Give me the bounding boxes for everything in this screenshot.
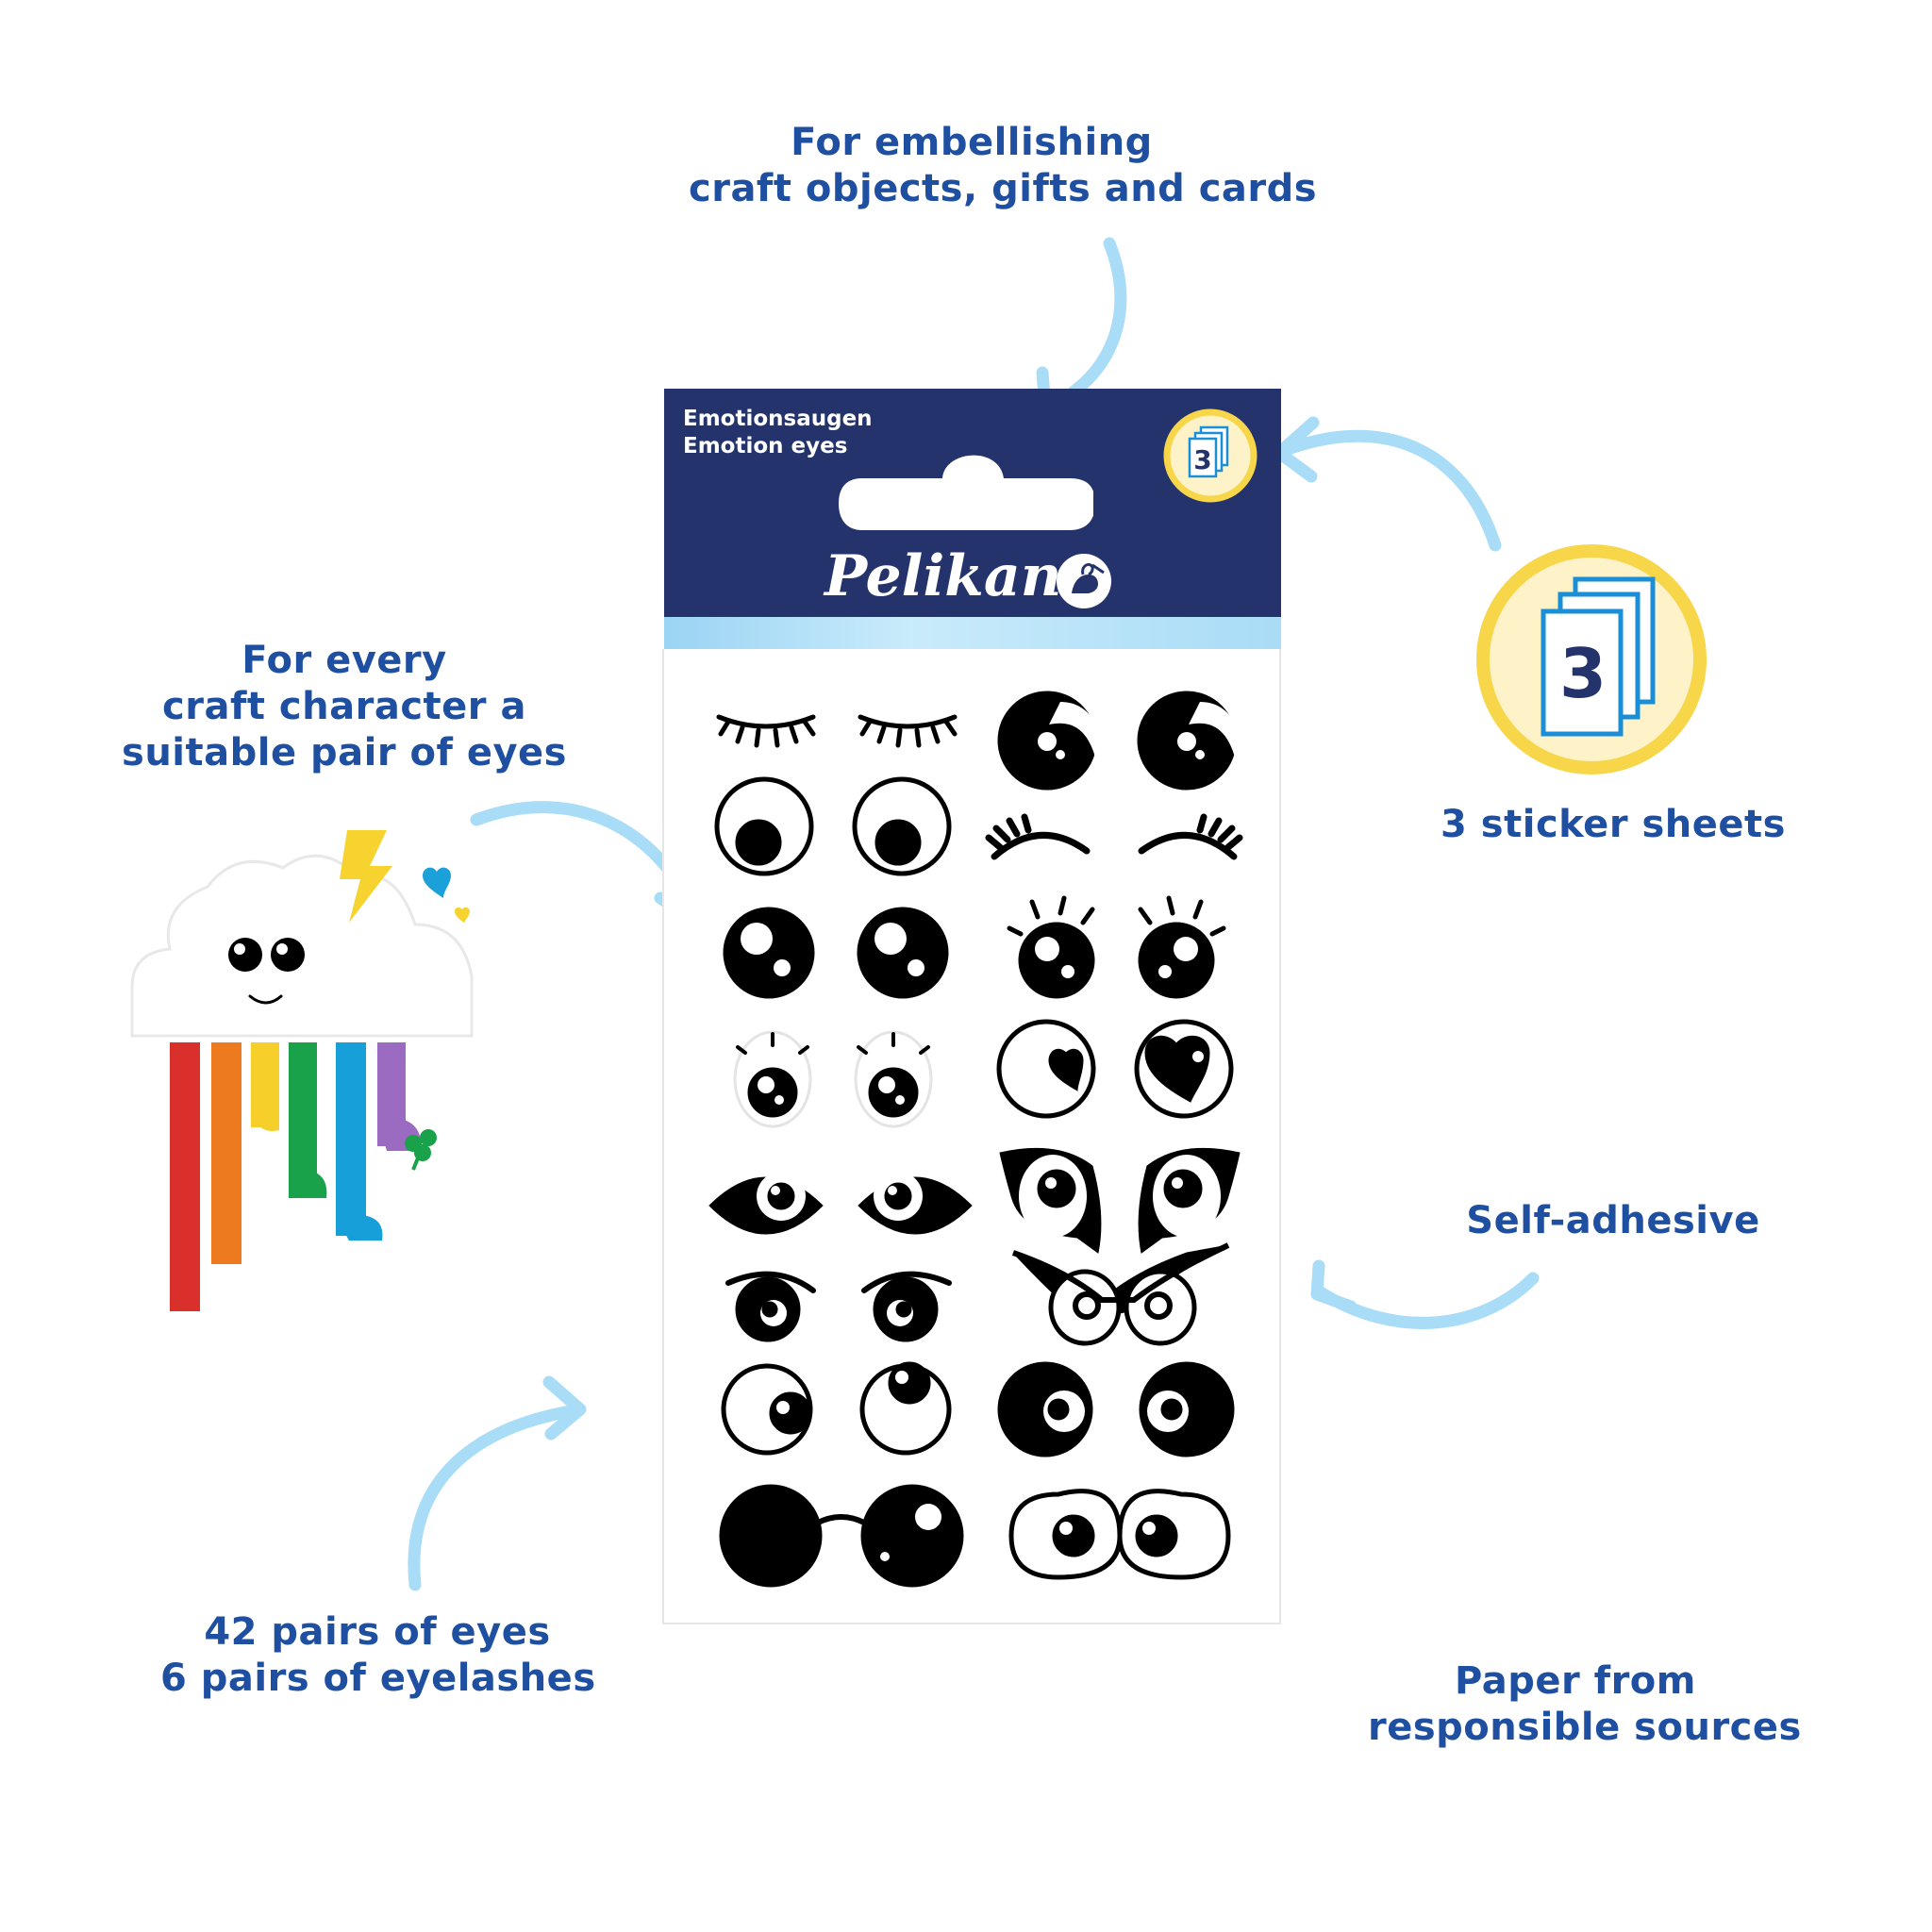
sticker-heart-eye-2 [1134,1019,1234,1119]
sticker-eyelash-left [985,813,1091,860]
callout-embellish-line2: craft objects, gifts and cards [689,167,1318,210]
sticker-big-pupil-eye-1 [997,1361,1093,1457]
stacked-sheets-icon-large [1541,576,1656,737]
callout-pairs-line1: 42 pairs of eyes [204,1610,551,1654]
callout-paper-line1: Paper from [1455,1659,1696,1703]
rainbow-cloud-craft [130,830,474,1311]
sticker-wide-eyes [1008,1489,1231,1580]
brand-name: Pelikan [824,543,1062,609]
hang-hole [839,455,1093,530]
sheet-count-large: 3 [1559,634,1607,713]
package-title-en: Emotion eyes [683,434,848,458]
callout-every-character-line2: craft character a [162,685,526,728]
lightning-icon [340,830,392,923]
package-header: Emotionsaugen Emotion eyes Pelikan 3 [664,389,1281,649]
sticker-shiny-eye-1 [723,907,815,999]
arrow-self-adhesive-head [1310,1259,1357,1313]
stacked-sheets-icon [1188,425,1229,478]
sticker-big-pupil-eye-2 [1139,1361,1235,1457]
sticker-side-eye-right [1137,691,1240,791]
sticker-googly-eye-right [852,776,952,876]
sticker-closed-eye-left [716,714,816,748]
callout-pairs: 42 pairs of eyes 6 pairs of eyelashes [160,1609,596,1702]
arrow-pairs-head [542,1375,587,1441]
sticker-lash-shiny-eye-1 [1007,895,1095,999]
callout-sheets-line1: 3 sticker sheets [1441,803,1786,846]
sticker-almond-eye-2 [858,1172,973,1235]
callout-embellish: For embellishing craft objects, gifts an… [689,120,1318,212]
heart-icon [423,867,451,898]
header-band [664,617,1281,649]
package-title-de: Emotionsaugen [683,407,873,431]
sticker-side-eye-left [997,691,1100,791]
callout-sheets: 3 sticker sheets [1434,802,1792,848]
heart-icon-small [455,907,470,923]
rainbow-strips [170,1042,422,1311]
callout-pairs-line2: 6 pairs of eyelashes [160,1657,596,1700]
sticker-almond-eye-1 [708,1172,824,1235]
callout-every-character: For every craft character a suitable pai… [113,638,575,776]
cloud-face [228,938,305,1005]
sticker-sunglasses [719,1484,964,1588]
callout-embellish-line1: For embellishing [791,121,1153,164]
sticker-closed-eye-right [858,714,958,748]
callout-paper-line2: responsible sources [1368,1706,1802,1749]
sticker-small-eye-1 [733,1030,812,1128]
sticker-look-eye-1 [721,1363,813,1456]
sheet-count-small: 3 [1193,444,1211,475]
arrow-sheets [1276,429,1502,552]
sheet-count-badge: 3 [1476,544,1707,774]
sticker-shiny-eye-2 [857,907,949,999]
arrow-self-adhesive [1314,1272,1540,1329]
package-title: Emotionsaugen Emotion eyes [683,406,873,460]
callout-every-character-line3: suitable pair of eyes [122,731,567,774]
arrow-pairs [408,1404,582,1591]
callout-paper: Paper from responsible sources [1368,1658,1802,1751]
arrow-embellish [1041,237,1127,414]
sticker-lash-shiny-eye-2 [1138,895,1226,999]
sheet-count-badge-small: 3 [1163,408,1257,503]
callout-self-adhesive-line1: Self-adhesive [1466,1199,1760,1242]
sticker-cat-eye-1 [999,1147,1102,1254]
sticker-look-eye-2 [859,1361,952,1456]
sticker-cat-eye-2 [1138,1147,1241,1254]
clover-icon [405,1129,437,1171]
sticker-googly-eye-left [714,776,814,876]
callout-self-adhesive: Self-adhesive [1453,1198,1774,1244]
sticker-sleepy-eye-1 [725,1271,816,1342]
callout-every-character-line1: For every [242,639,447,682]
sticker-eyelash-right [1138,813,1243,860]
sticker-heart-eye-1 [996,1019,1096,1119]
pelican-logo-icon [1057,554,1111,608]
sticker-small-eye-2 [854,1030,933,1128]
sticker-sleepy-eye-2 [861,1271,952,1342]
sticker-angry-eyes [1012,1242,1230,1346]
eye-stickers [708,691,1243,1588]
